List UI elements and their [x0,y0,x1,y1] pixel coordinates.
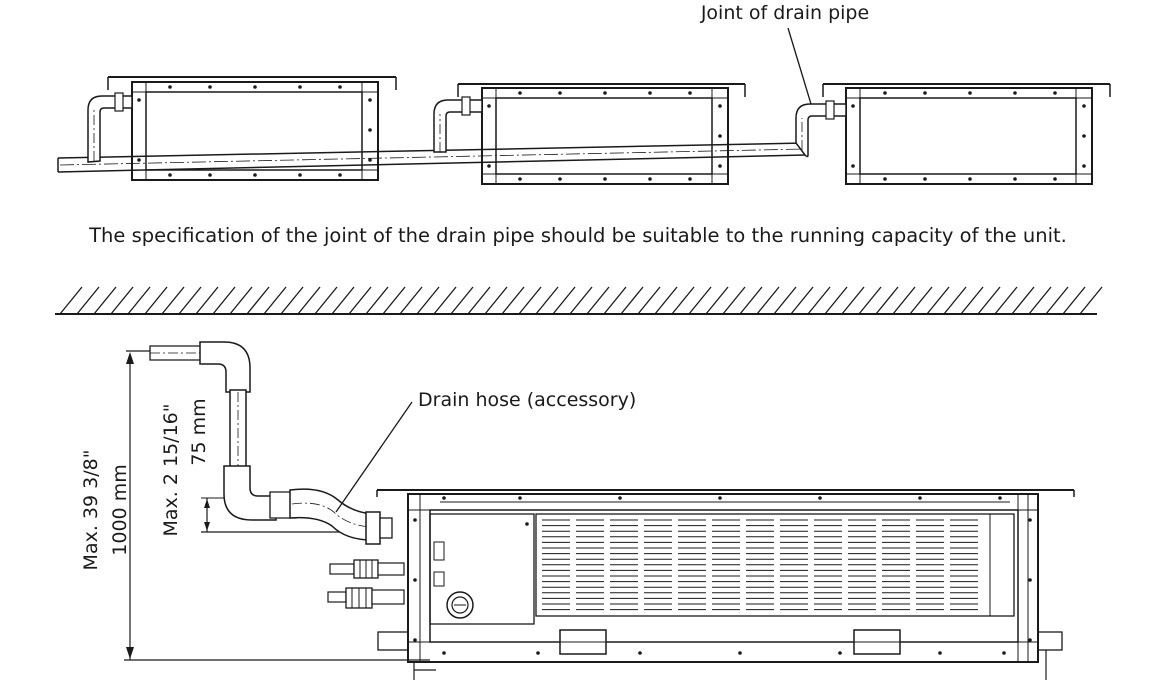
hatch-mark [773,286,797,315]
refrigerant-fittings [327,559,409,651]
riser-pipe-3-joint [795,100,847,158]
drain-hose: Drain hose (accessory) [289,389,636,545]
hatch-mark [212,286,236,315]
hatch-mark [467,286,491,315]
hatch-mark [637,286,661,315]
hatch-mark [93,286,117,315]
hatch-mark [790,286,814,315]
hatch-mark [739,286,763,315]
hatch-mark [926,286,950,315]
hatch-mark [1011,286,1035,315]
hatch-mark [875,286,899,315]
hatch-mark [705,286,729,315]
hatch-mark [688,286,712,315]
hatch-mark [229,286,253,315]
height-dimension-mm: 1000 mm [109,464,131,555]
main-drain-pipe [57,142,806,173]
hatch-mark [331,286,355,315]
hatch-mark [654,286,678,315]
joint-label: Joint of drain pipe [700,2,869,24]
hatch-mark [569,286,593,315]
air-grille-slots [542,519,978,611]
hatch-mark [348,286,372,315]
hatch-mark [535,286,559,315]
indoor-unit-detail [376,489,1075,680]
hatch-mark [552,286,576,315]
hatch-mark [59,286,83,315]
hatch-mark [127,286,151,315]
hatch-mark [195,286,219,315]
hatch-mark [943,286,967,315]
hatch-mark [76,286,100,315]
hatch-mark [161,286,185,315]
hatch-mark [1062,286,1086,315]
hatch-mark [1079,286,1103,315]
hatch-mark [603,286,627,315]
indoor-unit-1 [107,76,397,181]
hatch-mark [722,286,746,315]
hatch-mark [297,286,321,315]
hatch-mark [178,286,202,315]
hatch-mark [433,286,457,315]
hatch-mark [858,286,882,315]
hatch-mark [756,286,780,315]
hatch-mark [841,286,865,315]
hatch-mark [994,286,1018,315]
hatch-mark [501,286,525,315]
height-dimension-inch: Max. 39 3/8" [80,450,102,571]
hatch-mark [450,286,474,315]
hatch-mark [382,286,406,315]
hatch-mark [110,286,134,315]
hatch-mark [620,286,644,315]
hatch-mark [246,286,270,315]
hatch-mark [807,286,831,315]
joint-leader-line [787,27,812,105]
drain-hose-leader-line [335,401,413,513]
hatch-mark [1045,286,1069,315]
hatch-mark [484,286,508,315]
indoor-unit-3 [822,83,1111,185]
hatch-mark [280,286,304,315]
riser-pipe-1 [87,92,133,163]
riser-pipe-2 [433,96,483,153]
hatch-mark [365,286,389,315]
hatch-mark [263,286,287,315]
specification-note: The specification of the joint of the dr… [88,224,1067,247]
rise-dimension-mm: 75 mm [188,398,210,465]
hatch-mark [960,286,984,315]
top-section: Joint of drain pipe The specification of… [57,2,1111,247]
hatch-mark [399,286,423,315]
hatch-mark [144,286,168,315]
hatch-mark [977,286,1001,315]
hatch-mark [416,286,440,315]
hatch-mark [909,286,933,315]
hatch-mark [824,286,848,315]
hatch-mark [671,286,695,315]
indoor-unit-2 [457,83,746,185]
hatch-mark [586,286,610,315]
hatch-mark [892,286,916,315]
drain-hose-label: Drain hose (accessory) [418,389,636,411]
height-dimension: Max. 39 3/8" 1000 mm [80,350,430,661]
hatch-mark [518,286,542,315]
ceiling-hatch [55,286,1103,315]
bottom-section: Max. 39 3/8" 1000 mm Max. 2 15/16" 75 mm [55,286,1103,680]
rise-dimension-inch: Max. 2 15/16" [160,404,182,537]
hatch-mark [1028,286,1052,315]
hatch-mark [314,286,338,315]
